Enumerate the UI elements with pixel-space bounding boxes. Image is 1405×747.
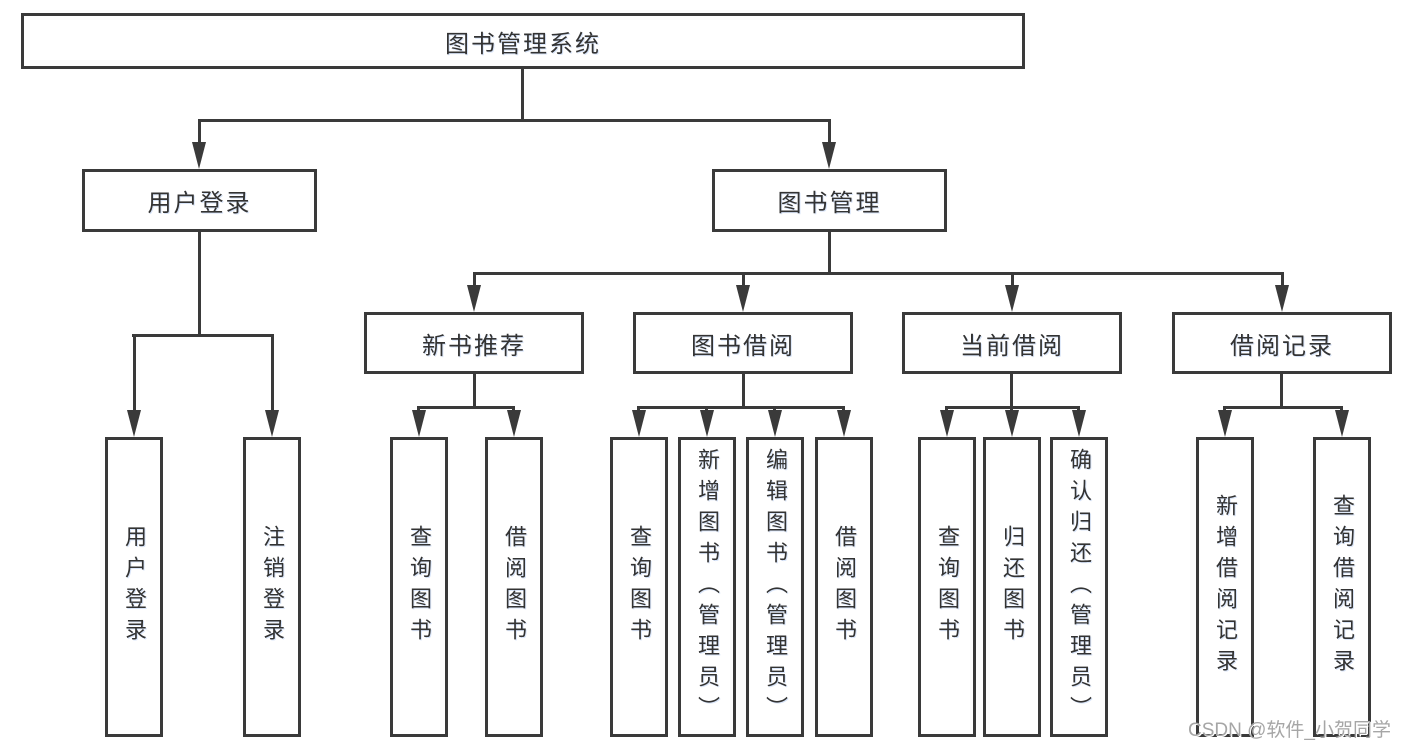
- connector-bb-borrow-stem: [842, 406, 845, 412]
- leaf-borrow-add-book: 新增图书（管理员）: [678, 437, 736, 737]
- arrow-to-user-login-icon: [192, 142, 206, 169]
- node-book-management-label: 图书管理: [777, 190, 882, 217]
- leaf-borrow-borrow-book-label: 借阅图书: [832, 525, 857, 649]
- connector-root-stem: [521, 69, 524, 122]
- connector-bb-edit-stem: [773, 406, 776, 412]
- connector-leaf-userlogin-stem: [133, 334, 136, 410]
- arrow-to-book-mgmt-icon: [822, 142, 836, 169]
- node-root: 图书管理系统: [21, 13, 1025, 69]
- arrow-to-leaf-userlogin-icon: [127, 410, 141, 437]
- connector-cb-return-stem: [1010, 406, 1013, 412]
- arrow-to-cb-confirm-icon: [1072, 410, 1086, 437]
- connector-userlogin-rail: [132, 334, 274, 337]
- connector-borrowrecords-stem: [1281, 272, 1284, 288]
- connector-currentborrow-down: [1010, 374, 1013, 409]
- connector-bookborrow-down: [742, 374, 745, 409]
- arrow-to-nbr-query-icon: [412, 410, 426, 437]
- arrow-to-bb-query-icon: [632, 410, 646, 437]
- arrow-to-br-query-icon: [1335, 410, 1349, 437]
- arrow-to-leaf-logout-icon: [265, 410, 279, 437]
- leaf-borrow-borrow-book: 借阅图书: [815, 437, 873, 737]
- connector-user-login-stem: [198, 119, 201, 144]
- connector-nbr-borrow-stem: [512, 406, 515, 412]
- arrow-to-cb-query-icon: [940, 410, 954, 437]
- arrow-to-bb-borrow-icon: [837, 410, 851, 437]
- leaf-newbook-borrow: 借阅图书: [485, 437, 543, 737]
- leaf-user-login-label: 用户登录: [122, 525, 147, 649]
- connector-cb-query-stem: [945, 406, 948, 412]
- connector-userlogin-down: [198, 232, 201, 337]
- leaf-records-add-label: 新增借阅记录: [1213, 494, 1238, 680]
- arrow-to-currentborrow-icon: [1005, 285, 1019, 312]
- leaf-newbook-borrow-label: 借阅图书: [502, 525, 527, 649]
- connector-bb-add-stem: [705, 406, 708, 412]
- arrow-to-borrowrecords-icon: [1275, 285, 1289, 312]
- leaf-records-query: 查询借阅记录: [1313, 437, 1371, 737]
- leaf-borrow-query: 查询图书: [610, 437, 668, 737]
- leaf-newbook-query-label: 查询图书: [407, 525, 432, 649]
- connector-newbook-stem: [473, 272, 476, 288]
- node-user-login: 用户登录: [82, 169, 317, 232]
- arrow-to-newbook-icon: [467, 285, 481, 312]
- leaf-borrow-query-label: 查询图书: [627, 525, 652, 649]
- node-root-label: 图书管理系统: [445, 30, 601, 58]
- leaf-current-query-label: 查询图书: [935, 525, 960, 649]
- connector-bookborrow-stem: [742, 272, 745, 288]
- node-book-borrow-label: 图书借阅: [691, 332, 795, 360]
- arrow-to-bookborrow-icon: [736, 285, 750, 312]
- leaf-borrow-add-book-label: 新增图书（管理员）: [695, 447, 720, 727]
- arrow-to-bb-add-icon: [700, 410, 714, 437]
- arrow-to-nbr-borrow-icon: [507, 410, 521, 437]
- connector-borrowrecords-rail: [1223, 406, 1343, 409]
- leaf-current-confirm-return-label: 确认归还（管理员）: [1067, 447, 1092, 727]
- connector-leaf-logout-stem: [271, 334, 274, 410]
- csdn-watermark: CSDN @软件_小贺同学: [1188, 720, 1391, 741]
- connector-level3-rail: [473, 272, 1284, 275]
- connector-nbr-query-stem: [417, 406, 420, 412]
- connector-bb-query-stem: [637, 406, 640, 412]
- connector-newbook-down: [473, 374, 476, 409]
- connector-book-mgmt-down: [828, 232, 831, 275]
- connector-bookborrow-rail: [638, 406, 845, 409]
- node-borrow-records: 借阅记录: [1172, 312, 1392, 374]
- node-new-book-recommend: 新书推荐: [364, 312, 584, 374]
- leaf-current-return-label: 归还图书: [1000, 525, 1025, 649]
- connector-newbook-rail: [418, 406, 515, 409]
- connector-borrowrecords-down: [1280, 374, 1283, 409]
- node-current-borrow-label: 当前借阅: [960, 332, 1064, 360]
- node-user-login-label: 用户登录: [147, 190, 252, 217]
- node-book-management: 图书管理: [712, 169, 947, 232]
- leaf-current-confirm-return: 确认归还（管理员）: [1050, 437, 1108, 737]
- leaf-borrow-edit-book-label: 编辑图书（管理员）: [763, 447, 788, 727]
- leaf-logout: 注销登录: [243, 437, 301, 737]
- leaf-user-login: 用户登录: [105, 437, 163, 737]
- leaf-newbook-query: 查询图书: [390, 437, 448, 737]
- arrow-to-cb-return-icon: [1005, 410, 1019, 437]
- connector-currentborrow-stem: [1011, 272, 1014, 288]
- leaf-records-query-label: 查询借阅记录: [1330, 494, 1355, 680]
- leaf-records-add: 新增借阅记录: [1196, 437, 1254, 737]
- node-book-borrow: 图书借阅: [633, 312, 853, 374]
- connector-book-mgmt-stem: [828, 119, 831, 144]
- node-new-book-recommend-label: 新书推荐: [422, 332, 526, 360]
- arrow-to-bb-edit-icon: [768, 410, 782, 437]
- connector-cb-confirm-stem: [1077, 406, 1080, 412]
- connector-level2-rail: [198, 119, 831, 122]
- connector-br-add-stem: [1223, 406, 1226, 412]
- arrow-to-br-add-icon: [1218, 410, 1232, 437]
- node-current-borrow: 当前借阅: [902, 312, 1122, 374]
- leaf-logout-label: 注销登录: [260, 525, 285, 649]
- leaf-current-return: 归还图书: [983, 437, 1041, 737]
- node-borrow-records-label: 借阅记录: [1230, 332, 1334, 360]
- connector-br-query-stem: [1340, 406, 1343, 412]
- leaf-current-query: 查询图书: [918, 437, 976, 737]
- leaf-borrow-edit-book: 编辑图书（管理员）: [746, 437, 804, 737]
